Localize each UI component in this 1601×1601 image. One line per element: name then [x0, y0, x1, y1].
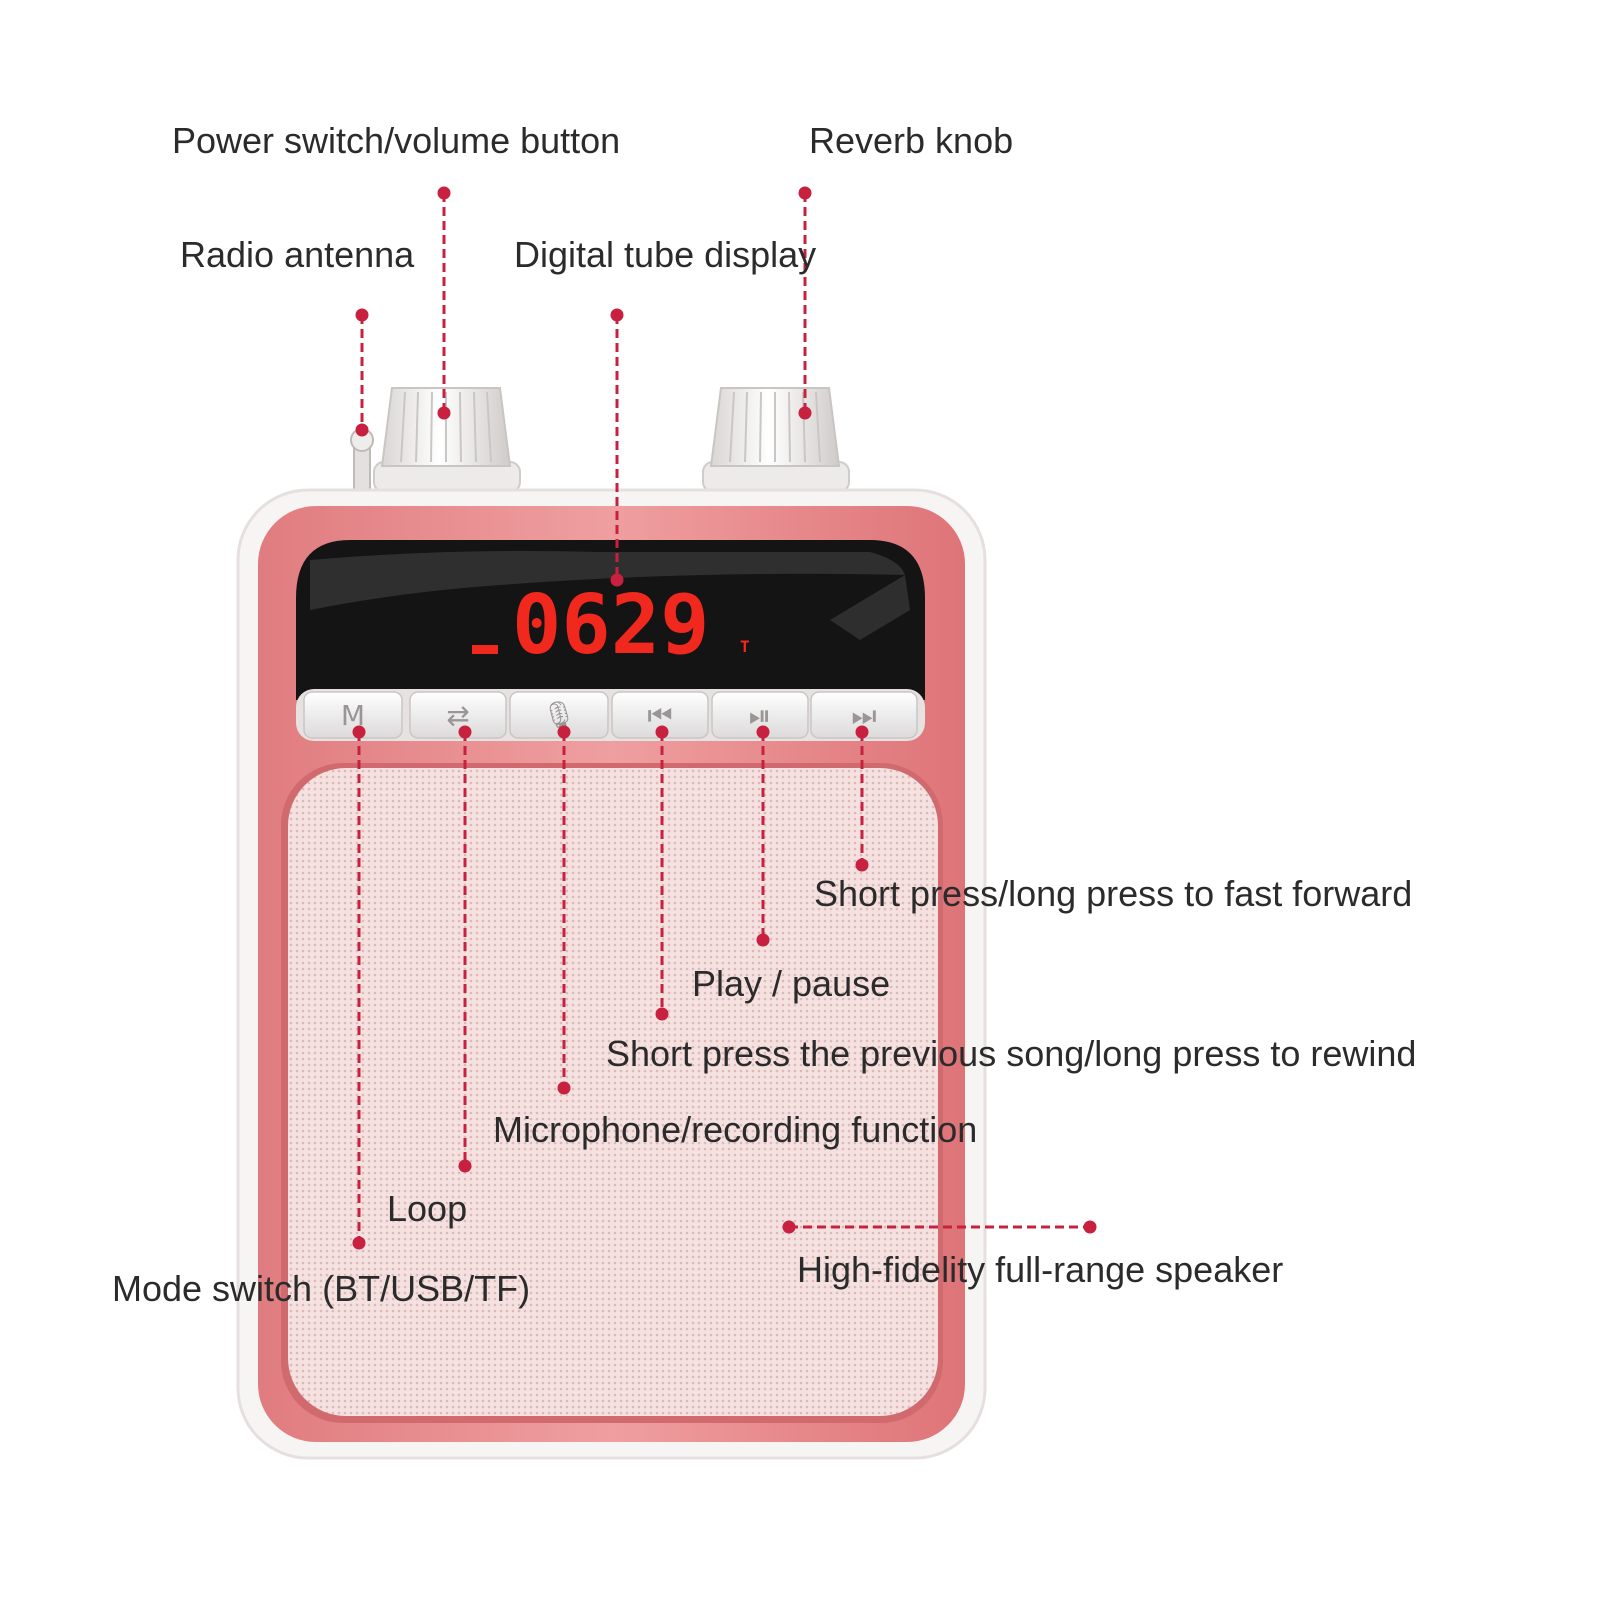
loop-icon: ⇄ [446, 699, 469, 732]
callout-play [756, 725, 770, 947]
play-pause-button[interactable]: ⏯ [711, 691, 809, 739]
radio-antenna [350, 428, 374, 497]
callout-fast-forward [855, 725, 869, 872]
play-pause-icon: ⏯ [749, 699, 771, 732]
label-reverb-knob: Reverb knob [809, 120, 1014, 161]
callout-mic [557, 725, 571, 1095]
label-fast-forward: Short press/long press to fast forward [814, 873, 1413, 914]
callout-reverb [798, 186, 812, 420]
label-full-range-speaker: High-fidelity full-range speaker [797, 1249, 1284, 1290]
label-loop: Loop [387, 1188, 468, 1229]
label-digital-tube-display: Digital tube display [514, 234, 817, 275]
label-mode-switch: Mode switch (BT/USB/TF) [112, 1268, 531, 1309]
microphone-button[interactable]: 🎙 [509, 691, 609, 739]
reverb-knob[interactable] [702, 387, 850, 493]
label-play-pause: Play / pause [692, 963, 891, 1004]
label-previous-rewind: Short press the previous song/long press… [606, 1033, 1417, 1074]
callout-power [437, 186, 451, 420]
callout-antenna [355, 308, 369, 437]
callout-loop [458, 725, 472, 1173]
callout-speaker [782, 1220, 1097, 1234]
callout-previous [655, 725, 669, 1021]
callout-lines [352, 186, 1097, 1250]
label-microphone-recording: Microphone/recording function [493, 1109, 978, 1150]
power-volume-knob[interactable] [373, 387, 521, 493]
display-digits: 0629 [512, 578, 709, 673]
speaker-grille [281, 763, 943, 1423]
button-bar: M⇄🎙⏮⏯⏭ [296, 689, 925, 741]
microphone-icon: 🎙 [541, 699, 577, 732]
display-indicator: T [740, 637, 750, 656]
label-radio-antenna: Radio antenna [180, 234, 415, 275]
loop-button[interactable]: ⇄ [409, 691, 507, 739]
digital-tube-display: 0629 T [296, 540, 925, 700]
callout-mode [352, 725, 366, 1250]
label-power-switch-volume: Power switch/volume button [172, 120, 621, 161]
callout-display [610, 308, 624, 587]
